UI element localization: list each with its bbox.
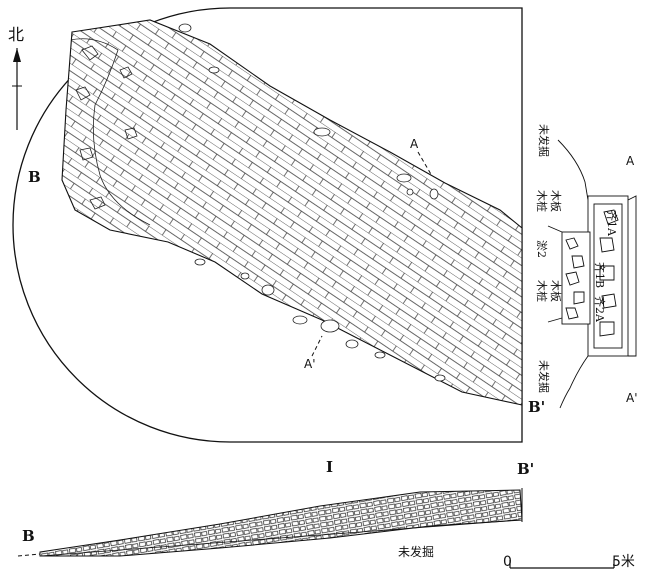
- plan-label-b-prime: B': [528, 398, 545, 416]
- section-line-a: [311, 151, 433, 357]
- detail-wood-stake-1: 木桩: [535, 190, 549, 212]
- plan-label-b: B: [28, 168, 41, 186]
- section-label-b: B: [22, 527, 35, 545]
- scattered-stones: [178, 23, 446, 382]
- stone-dike-plan: [61, 19, 523, 406]
- detail-annotations: 未发掘 未发掘 齐1A 齐1B 齐2A 木板 木桩 淤2 木板 木桩: [535, 124, 619, 393]
- section-label-b-prime: B': [517, 460, 534, 478]
- detail-wood-board-2: 木板: [549, 280, 563, 302]
- detail-yu-2: 淤2: [535, 240, 548, 258]
- scale-end: 5米: [612, 554, 635, 570]
- scale-start: 0: [503, 554, 512, 570]
- north-label: 北: [8, 25, 24, 44]
- section-label-i: I: [326, 458, 333, 476]
- detail-label-a: A: [626, 154, 635, 168]
- detail-qi-1b: 齐1B: [593, 262, 607, 288]
- detail-unexcavated-top: 未发掘: [537, 124, 551, 157]
- detail-wood-board-1: 木板: [549, 190, 563, 212]
- detail-wood-stake-2: 木桩: [535, 280, 549, 302]
- detail-unexcavated-bottom: 未发掘: [537, 360, 551, 393]
- north-arrow: [12, 48, 22, 130]
- section-unexcavated: 未发掘: [398, 544, 434, 559]
- plan-label-a-prime: A': [304, 357, 316, 371]
- detail-label-a-prime: A': [626, 391, 638, 405]
- detail-qi-2a: 齐2A: [593, 296, 607, 323]
- detail-qi-1a: 齐1A: [605, 210, 619, 237]
- plan-label-a: A: [410, 137, 419, 151]
- scale-bar: [509, 560, 615, 569]
- longitudinal-section: [17, 488, 523, 557]
- sluice-detail-drawing: [547, 139, 637, 409]
